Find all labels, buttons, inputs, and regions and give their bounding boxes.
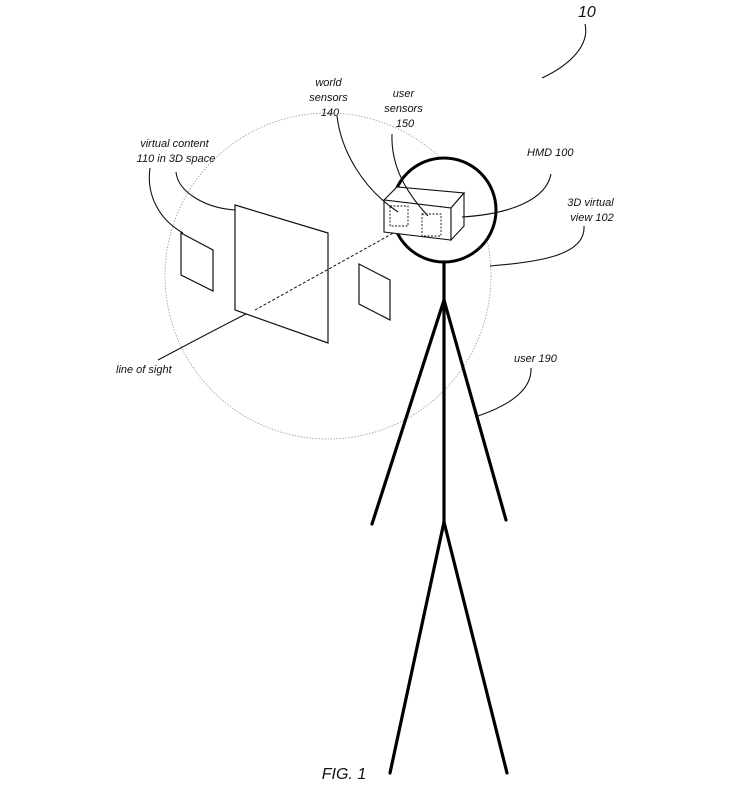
user-sensor-box bbox=[421, 213, 442, 237]
virtual-content-panel-left bbox=[180, 232, 214, 292]
hmd-label: HMD 100 bbox=[527, 147, 574, 159]
user-sensors-label: user sensors 150 bbox=[384, 88, 426, 130]
hmd-leader bbox=[461, 173, 552, 218]
figure-reference-number: 10 bbox=[578, 4, 596, 21]
user-stick-figure bbox=[370, 260, 509, 775]
virtual-view-label: 3D virtual view 102 bbox=[567, 197, 617, 224]
virtual-content-panel-center bbox=[234, 204, 329, 344]
world-sensors-label: world sensors 140 bbox=[309, 77, 351, 119]
user-sensors-leader bbox=[391, 133, 429, 217]
user-leader bbox=[477, 367, 532, 417]
line-of-sight-label: line of sight bbox=[116, 364, 173, 376]
virtual-content-leader bbox=[175, 171, 236, 211]
user-label: user 190 bbox=[514, 353, 558, 365]
virtual-view-sphere bbox=[164, 112, 492, 440]
hmd-device bbox=[382, 186, 466, 242]
line-of-sight-dashed bbox=[254, 225, 407, 311]
virtual-content-panel-right bbox=[358, 263, 391, 321]
reference-number-arrow bbox=[541, 23, 587, 79]
line-of-sight-leader bbox=[157, 313, 247, 361]
virtual-view-leader bbox=[489, 225, 585, 267]
world-sensor-box bbox=[389, 205, 409, 227]
figure-caption: FIG. 1 bbox=[322, 766, 366, 783]
virtual-content-label: virtual content 110 in 3D space bbox=[137, 138, 216, 165]
virtual-content-left-leader bbox=[148, 167, 184, 234]
world-sensors-leader bbox=[336, 115, 399, 213]
